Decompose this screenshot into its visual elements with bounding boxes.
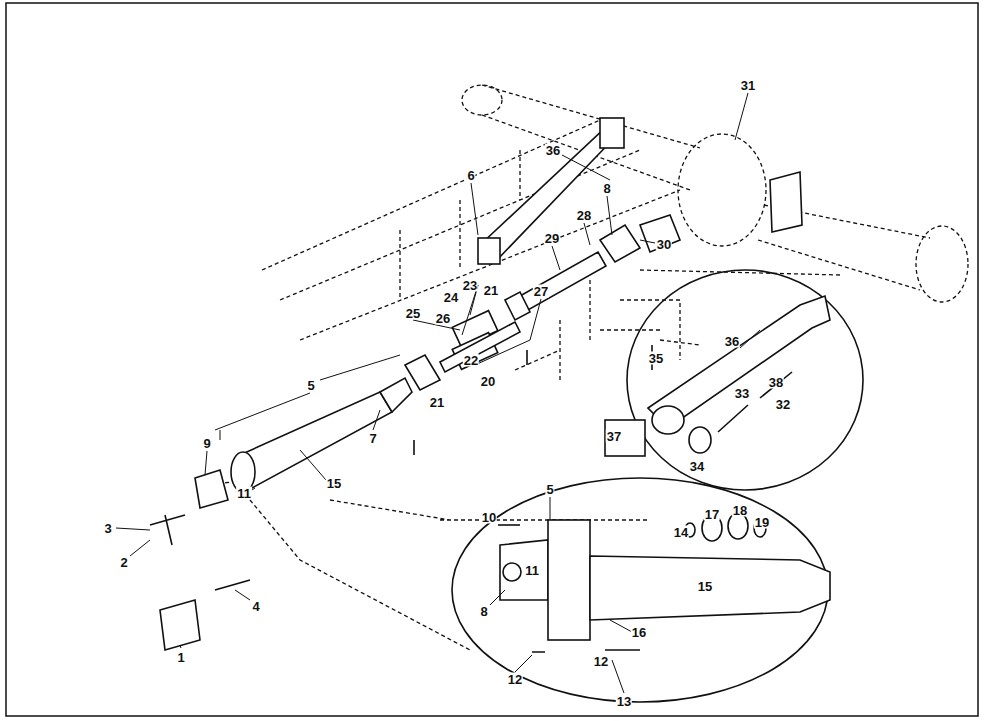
callout-number: 33 [734, 387, 750, 400]
callout-number: 3 [103, 522, 112, 535]
callout-number: 21 [483, 284, 499, 297]
callout-number: 25 [405, 307, 421, 320]
callout-number: 17 [704, 508, 720, 521]
callout-number: 21 [429, 396, 445, 409]
lower-inset [452, 478, 830, 702]
callout-number: 13 [616, 695, 632, 708]
callout-number: 4 [251, 600, 260, 613]
callout-number: 9 [202, 437, 211, 450]
callout-number: 38 [768, 376, 784, 389]
leader-lines [116, 93, 760, 693]
callout-number: 18 [732, 504, 748, 517]
vehicle-outline [205, 85, 968, 650]
callout-number: 8 [479, 605, 488, 618]
callout-number: 26 [435, 312, 451, 325]
callout-number: 19 [754, 516, 770, 529]
callout-number: 6 [466, 169, 475, 182]
callout-number: 12 [593, 655, 609, 668]
callout-number: 36 [724, 335, 740, 348]
callout-number: 8 [602, 182, 611, 195]
callout-number: 35 [648, 352, 664, 365]
spring-bracket [478, 118, 802, 264]
callout-number: 11 [236, 487, 252, 500]
callout-number: 16 [631, 626, 647, 639]
callout-number: 36 [545, 144, 561, 157]
callout-number: 5 [306, 379, 315, 392]
callout-number: 37 [606, 430, 622, 443]
callout-number: 27 [533, 285, 549, 298]
callout-number: 22 [463, 354, 479, 367]
callout-number: 24 [443, 291, 459, 304]
callout-number: 12 [507, 673, 523, 686]
callout-number: 7 [368, 432, 377, 445]
callout-number: 34 [689, 460, 705, 473]
callout-number: 15 [326, 477, 342, 490]
callout-number: 2 [119, 556, 128, 569]
callout-number: 15 [697, 580, 713, 593]
upper-inset [605, 270, 863, 490]
callout-number: 30 [656, 238, 672, 251]
callout-number: 20 [480, 375, 496, 388]
callout-number: 32 [775, 398, 791, 411]
callout-number: 1 [176, 651, 185, 664]
callout-number: 11 [524, 564, 540, 577]
callout-number: 28 [576, 209, 592, 222]
callout-number: 23 [462, 279, 478, 292]
callout-number: 14 [673, 526, 689, 539]
callout-number: 31 [740, 79, 756, 92]
callout-number: 5 [545, 483, 554, 496]
border [6, 3, 978, 716]
callout-number: 10 [481, 511, 497, 524]
callout-number: 29 [544, 232, 560, 245]
